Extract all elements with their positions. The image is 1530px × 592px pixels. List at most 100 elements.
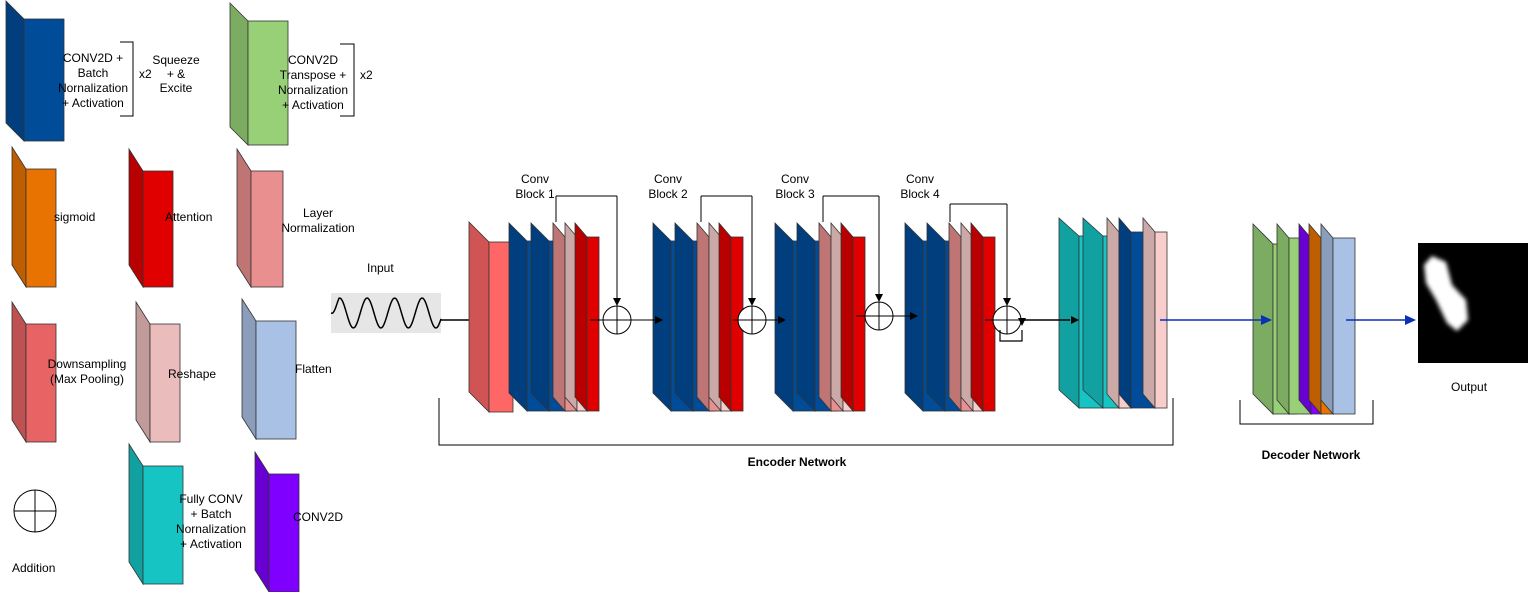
downsampling-slab [11, 300, 57, 444]
conv-block-1-attention [574, 221, 600, 413]
encoder-label: Encoder Network [748, 455, 847, 469]
lg-down-text-line: Downsampling [48, 357, 127, 371]
legend-reshape-label: Reshape [168, 367, 216, 381]
fc-light-pink-2 [1142, 216, 1168, 410]
conv-block-2 [652, 221, 744, 413]
legend-conv2d-label: CONV2D [293, 510, 343, 524]
legend-squeeze-excite-label: Squeeze+ &Excite [152, 53, 200, 95]
encoder-bracket [438, 398, 1174, 446]
conv-block-slab [5, 0, 65, 142]
legend-conv-bracket [120, 41, 134, 117]
addition-node-3 [864, 301, 894, 331]
conv-block-4 [904, 221, 996, 413]
legend-downsampling-icon [11, 300, 57, 444]
decoder-label: Decoder Network [1262, 448, 1361, 462]
skip-3-head [875, 294, 883, 302]
output-label: Output [1451, 380, 1488, 394]
encoder-to-decoder-arrow-head [1261, 315, 1272, 325]
conv-block-3 [774, 221, 866, 413]
sigmoid-slab [11, 145, 57, 289]
legend-reshape-icon [135, 300, 181, 444]
layer-norm-slab [236, 147, 284, 289]
lg-conv-text-line: Nornalization [58, 81, 128, 95]
add-1-out-head [655, 316, 663, 324]
legend-addition-label: Addition [12, 561, 55, 575]
flatten-slab [241, 297, 297, 441]
input-sine-wave [330, 297, 442, 329]
lg-se-text-line: Squeeze [152, 53, 200, 67]
legend-attention-icon [128, 147, 174, 289]
input-label: Input [367, 261, 394, 275]
legend-addition-icon [13, 489, 57, 533]
lg-conv-text-line: Batch [78, 66, 109, 80]
decoder-to-output-arrow-head [1405, 315, 1416, 325]
conv-block-2-label: Conv [654, 172, 682, 186]
conv-block-1-label: Block 1 [515, 187, 555, 201]
legend-transpose-repeat: x2 [360, 68, 373, 82]
dec-flatten [1320, 222, 1356, 416]
skip-connections [555, 195, 1079, 342]
lg-ln-text-line: Layer [303, 206, 333, 220]
legend-sigmoid-icon [11, 145, 57, 289]
attention-slab [128, 147, 174, 289]
skip-1-head [613, 298, 621, 306]
lg-trans-text-line: Transpose + [280, 68, 347, 82]
conv-transpose-slab [229, 2, 289, 146]
output-mask-image [1418, 243, 1528, 363]
decoder-stack [1252, 222, 1356, 416]
conv-block-4-attention [970, 221, 996, 413]
lg-se-text-line: Excite [160, 81, 193, 95]
addition-node-2 [737, 305, 767, 335]
conv-block-1-label: Conv [521, 172, 549, 186]
conv-block-4-label: Block 4 [900, 187, 940, 201]
fully-conv-stack [1058, 216, 1168, 410]
lg-fc-text-line: Nornalization [176, 522, 246, 536]
network-layers [468, 216, 1356, 416]
lg-fc-text-line: Fully CONV [179, 492, 242, 506]
lg-fc-text-line: + Batch [190, 507, 231, 521]
legend-flatten-icon [241, 297, 297, 441]
legend-conv-repeat: x2 [139, 67, 152, 81]
lg-fc-text-line: + Activation [180, 537, 242, 551]
legend-conv2d-icon [254, 450, 300, 592]
legend-sigmoid-label: sigmoid [54, 210, 95, 224]
fully-conv-slab [128, 442, 184, 586]
add-4-out-head [1071, 316, 1079, 324]
lg-down-text-line: (Max Pooling) [50, 372, 124, 386]
add-3-out-head [910, 312, 918, 320]
addition-4-loop-head [1018, 318, 1026, 326]
conv2d-slab [254, 450, 300, 592]
skip-4-head [1003, 298, 1011, 306]
addition-node-1 [602, 305, 632, 335]
addition-node-4 [992, 305, 1022, 335]
legend-downsampling-label: Downsampling(Max Pooling) [48, 357, 127, 386]
conv-block-3-attention [840, 221, 866, 413]
lg-trans-text-line: CONV2D [288, 53, 338, 67]
reshape-slab [135, 300, 181, 444]
lg-trans-text-line: + Activation [282, 98, 344, 112]
legend-layer-norm-icon [236, 147, 284, 289]
legend-flatten-label: Flatten [295, 362, 332, 376]
decoder-bracket [1239, 400, 1374, 425]
input-downsample-slab [468, 221, 514, 413]
conv-block-1 [508, 221, 600, 413]
lg-conv-text-line: + Activation [62, 96, 124, 110]
skip-2-head [748, 298, 756, 306]
input-signal-box [331, 293, 441, 333]
conv-block-4-label: Conv [906, 172, 934, 186]
legend-conv-bn-act-icon [5, 0, 65, 142]
legend-transpose-bracket [340, 43, 355, 117]
lg-conv-text-line: CONV2D + [63, 51, 123, 65]
legend-fully-conv-icon [128, 442, 184, 586]
conv-block-3-label: Conv [781, 172, 809, 186]
legend-attention-label: Attention [165, 210, 212, 224]
lg-ln-text-line: Normalization [281, 221, 354, 235]
